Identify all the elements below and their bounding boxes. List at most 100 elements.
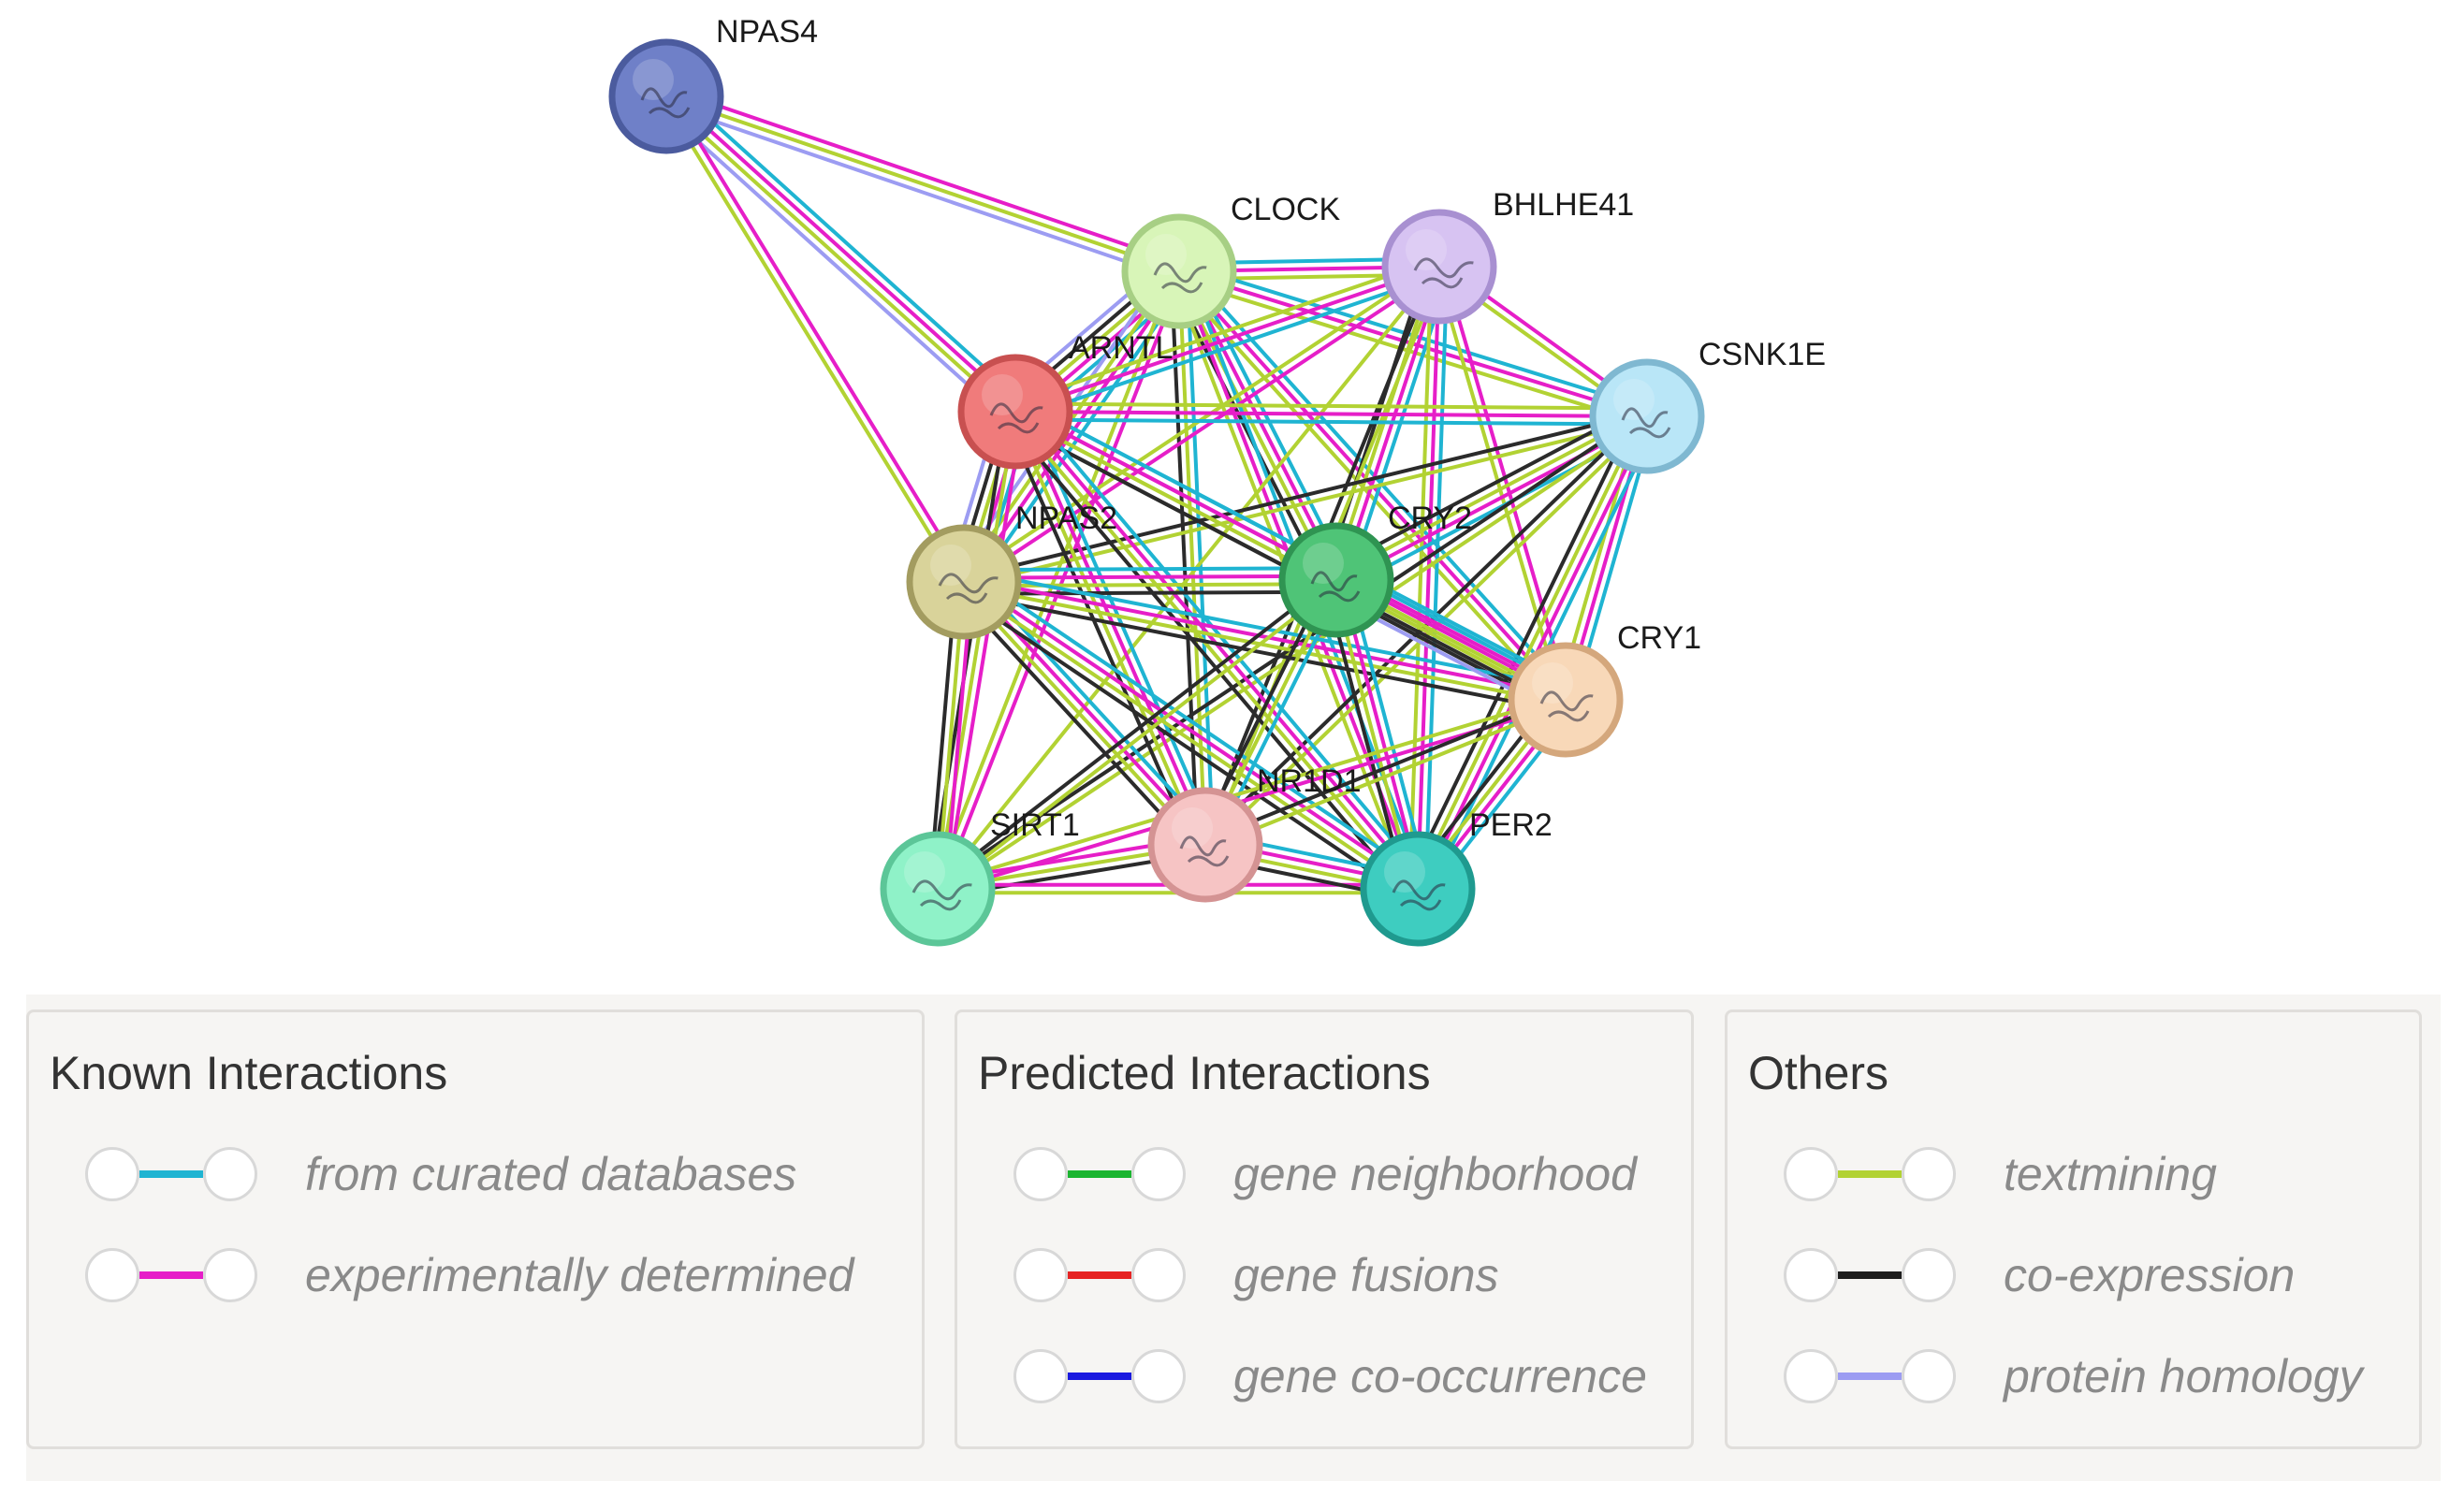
edge-evidence-coexp [1002,414,1197,852]
edge-evidence-exp [964,576,1422,888]
node-npas2[interactable]: NPAS2 [906,501,1117,640]
edge-evidence-text [1204,701,1569,850]
edge-evidence-text [1171,274,1562,707]
edge-npas4-npas2[interactable] [661,92,970,587]
node-label-arntl: ARNTL [1069,330,1173,366]
node-label-sirt1: SIRT1 [990,807,1080,843]
edge-evidence-cur [969,570,1427,881]
node-circle [1381,209,1497,325]
node-cry1[interactable]: CRY1 [1508,620,1701,758]
edge-evidence-cur [1022,401,1429,883]
edge-evidence-text [1333,411,1648,579]
legend-predicted-interactions: Predicted Interactions gene neighborhood… [955,1009,1694,1449]
edge-cry1-nr1d1[interactable] [1202,694,1569,850]
protein-structure-icon [911,879,972,911]
edge-evidence-coexp [933,574,1336,888]
node-circle [1508,642,1624,758]
protein-structure-icon [640,87,691,119]
edge-evidence-text [963,418,1651,588]
edge-evidence-homology [656,103,1010,423]
experimentally-determined-swatch [85,1244,263,1310]
edge-evidence-text [664,94,1181,273]
node-label-nr1d1: NR1D1 [1257,763,1361,799]
edge-evidence-text [938,417,1652,894]
node-per2[interactable]: PER2 [1360,807,1553,947]
edge-npas4-arntl[interactable] [656,85,1026,423]
edge-evidence-exp [964,268,1444,588]
node-label-cry1: CRY1 [1617,620,1701,656]
node-highlight [1532,662,1573,704]
legend-row-gene-fusions: gene fusions [1013,1244,1856,1310]
node-sirt1[interactable]: SIRT1 [880,807,1080,947]
edge-csnk1e-arntl[interactable] [1013,401,1650,427]
legend-known-title: Known Interactions [50,1047,448,1099]
textmining-label: textmining [2004,1148,2217,1200]
node-nr1d1[interactable]: NR1D1 [1147,763,1361,903]
curated-databases-swatch [85,1143,263,1209]
edge-evidence-text [661,96,963,587]
node-highlight [1145,234,1187,275]
node-arntl[interactable]: ARNTL [957,330,1173,470]
edge-evidence-exp [962,575,1568,698]
node-circle [608,38,724,154]
protein-structure-icon [1539,690,1594,722]
gene-neighborhood-label: gene neighborhood [1233,1148,1637,1200]
protein-structure-icon [1392,879,1446,911]
node-bhlhe41[interactable]: BHLHE41 [1381,187,1634,325]
node-csnk1e[interactable]: CSNK1E [1589,337,1826,474]
edge-evidence-text [934,693,1567,887]
node-cry2[interactable]: CRY2 [1278,501,1472,638]
edge-evidence-exp [666,91,1020,411]
node-circle [1278,522,1394,638]
node-npas4[interactable]: NPAS4 [608,14,818,154]
edge-evidence-text [938,581,1341,894]
legend-known-interactions: Known Interactions from curated database… [26,1009,925,1449]
node-highlight [1172,807,1213,849]
node-circle [1360,831,1476,947]
legend-row-gene-co-occurrence: gene co-occurrence [1013,1345,1856,1411]
edge-cry2-sirt1[interactable] [933,574,1341,894]
node-label-per2: PER2 [1469,807,1553,843]
edge-evidence-text [1010,411,1204,849]
edge-evidence-coexp [1004,417,1411,899]
edge-evidence-text [958,582,1204,850]
edge-npas4-clock[interactable] [662,86,1184,282]
node-clock[interactable]: CLOCK [1121,192,1340,329]
node-circle [906,524,1022,640]
edge-csnk1e-npas2[interactable] [960,410,1651,588]
node-circle [957,354,1073,470]
protein-structure-icon [1413,257,1474,289]
edge-evidence-cur [961,566,1338,573]
edge-bhlhe41-per2[interactable] [1407,264,1450,892]
node-circle [1589,358,1705,474]
edge-evidence-text [1013,401,1650,411]
edge-evidence-text [1011,256,1439,406]
edge-npas2-per2[interactable] [955,570,1427,901]
edge-evidence-exp [1335,417,1651,586]
legend-row-experimentally-determined: experimentally determined [85,1244,927,1310]
node-highlight [1303,543,1344,584]
node-label-clock: CLOCK [1231,192,1340,227]
legend-others-title: Others [1748,1047,1889,1099]
edge-evidence-exp [1416,265,1441,891]
protein-structure-icon [938,573,999,604]
node-circle [880,831,996,947]
node-circle [1147,787,1263,903]
protein-structure-icon [1621,407,1671,439]
edge-evidence-cur [1423,265,1450,892]
legend-row-co-expression: co-expression [1784,1244,2464,1310]
edge-npas2-cry2[interactable] [961,566,1339,596]
legend-row-gene-neighborhood: gene neighborhood [1013,1143,1856,1209]
protein-structure-icon [989,402,1043,434]
gene-fusions-swatch [1013,1244,1191,1310]
edge-cry1-sirt1[interactable] [934,693,1569,895]
edge-evidence-exp [965,577,1211,845]
edge-arntl-per2[interactable] [1004,401,1429,899]
edge-bhlhe41-arntl[interactable] [1011,256,1444,422]
edge-evidence-coexp [960,410,1648,580]
edge-evidence-cur [1183,264,1574,697]
edge-evidence-text [662,97,1015,417]
gene-co-occurrence-label: gene co-occurrence [1233,1350,1647,1402]
